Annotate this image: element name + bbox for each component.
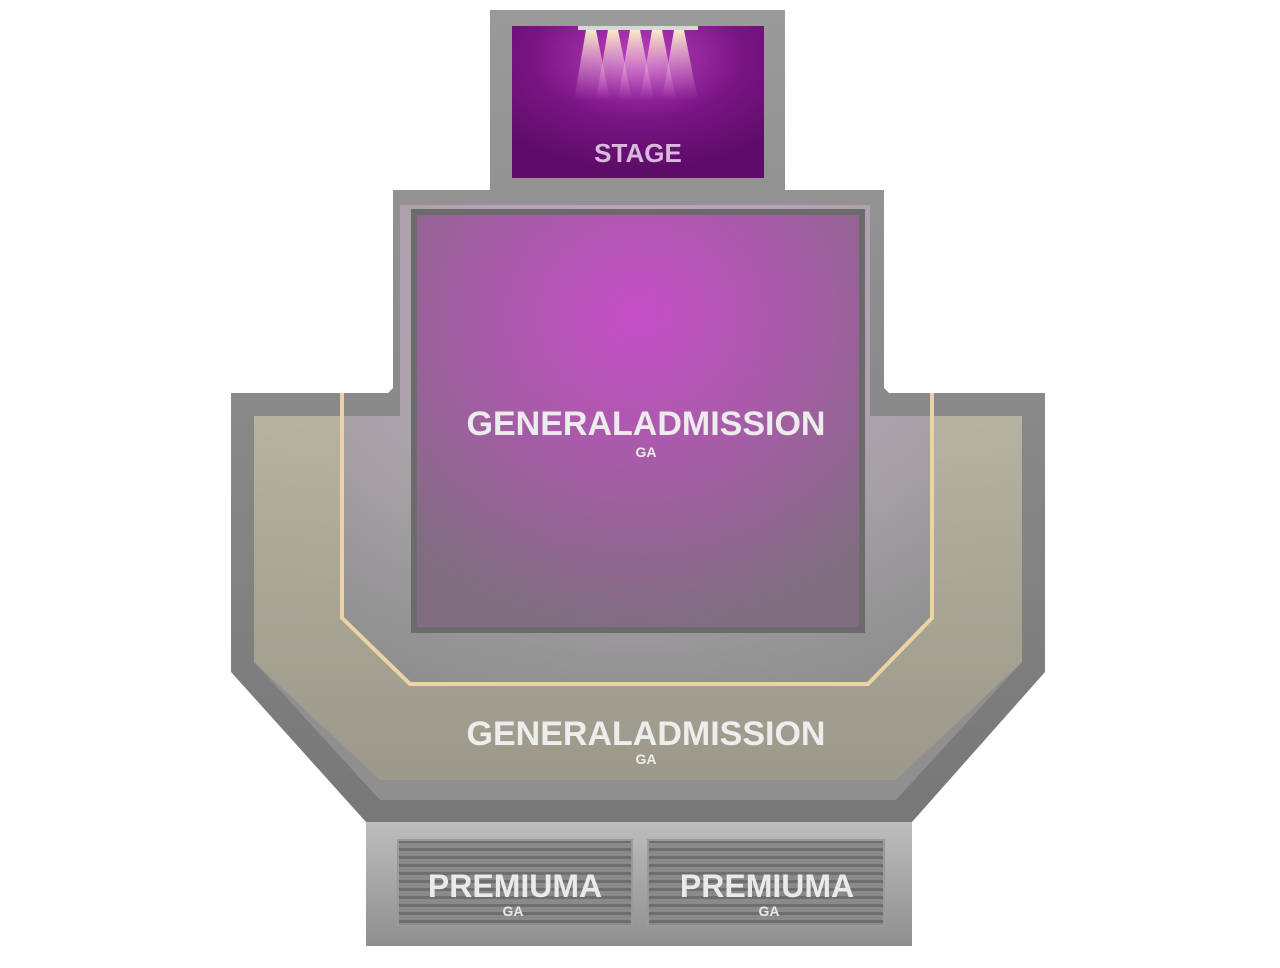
premium-right-section[interactable]: PREMIUMA GA — [647, 839, 885, 927]
stage-area: STAGE — [512, 26, 764, 178]
stage-label: STAGE — [594, 138, 682, 168]
premium-left-code: GA — [503, 903, 524, 919]
premium-area: PREMIUMA GA PREMIUMA GA — [366, 822, 912, 946]
ga-floor-section[interactable]: GENERALADMISSION GA — [411, 209, 865, 633]
stage-lights-icon — [574, 26, 698, 100]
ga-ring-area[interactable] — [254, 416, 1022, 780]
premium-left-seats[interactable] — [397, 839, 633, 927]
ga-ring-name: GENERALADMISSION — [467, 715, 826, 753]
premium-left-name: PREMIUMA — [428, 868, 602, 904]
premium-right-seats[interactable] — [647, 839, 885, 927]
ga-ring-code: GA — [636, 751, 657, 767]
ga-ring-divider-line — [340, 393, 934, 686]
premium-right-code: GA — [759, 903, 780, 919]
ga-floor-name: GENERALADMISSION — [467, 405, 826, 443]
premium-right-name: PREMIUMA — [680, 868, 854, 904]
ga-floor-code: GA — [636, 444, 657, 460]
premium-left-section[interactable]: PREMIUMA GA — [397, 839, 633, 927]
ga-floor-area[interactable] — [411, 209, 865, 633]
ga-ring-section[interactable]: GENERALADMISSION GA — [254, 393, 1022, 780]
